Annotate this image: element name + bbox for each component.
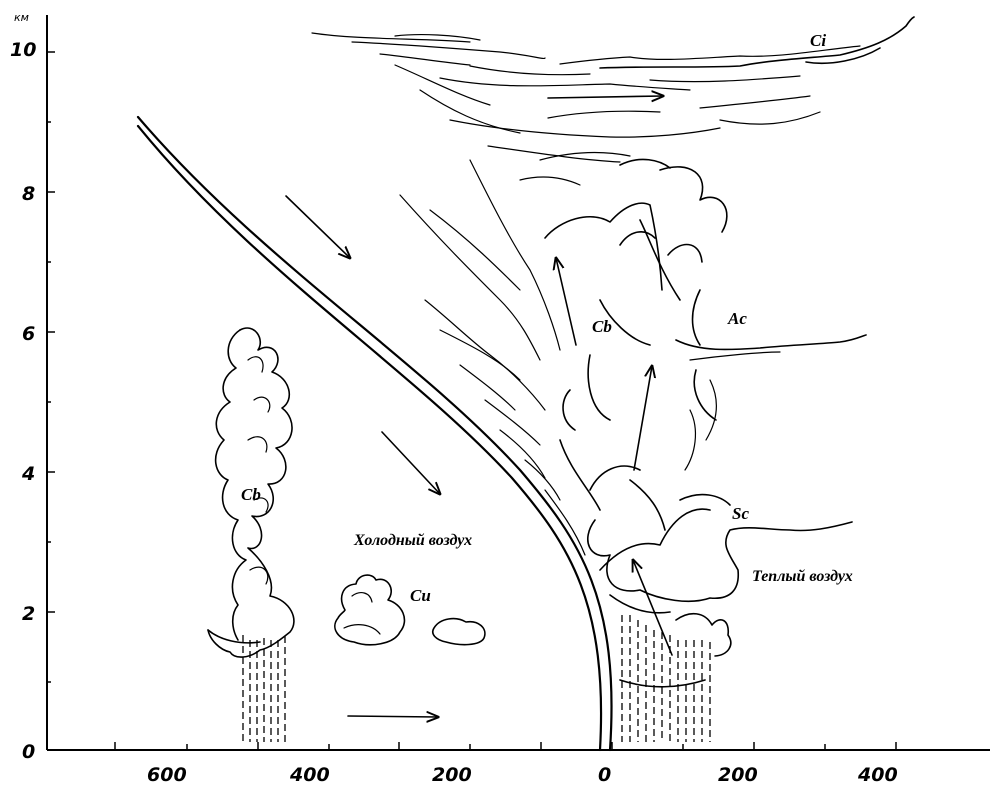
y-tick-label: 10 xyxy=(10,39,36,61)
x-axis-labels: 600 400 200 0 200 400 xyxy=(147,764,898,785)
updraft-arrow-mid xyxy=(634,366,652,470)
y-axis-unit: км xyxy=(14,11,29,24)
label-cb-front: Cb xyxy=(592,317,612,336)
cold-air-arrow-middle xyxy=(382,432,440,494)
label-ci: Ci xyxy=(810,31,826,50)
updraft-arrow-low xyxy=(633,560,672,655)
rain-under-isolated-cb xyxy=(243,635,285,742)
y-tick-label: 2 xyxy=(22,603,35,625)
label-sc: Sc xyxy=(732,504,749,523)
label-cb-isolated: Cb xyxy=(241,485,261,504)
updraft-arrow-high xyxy=(556,258,576,345)
x-tick-label: 600 xyxy=(147,764,187,785)
x-tick-label: 0 xyxy=(598,764,611,785)
frontal-cumulonimbus xyxy=(400,153,866,555)
label-cold-air: Холодный воздух xyxy=(353,532,472,549)
y-tick-label: 8 xyxy=(22,183,35,205)
y-tick-label: 6 xyxy=(22,323,35,345)
axes xyxy=(47,15,990,750)
label-ac: Ac xyxy=(727,309,747,328)
y-tick-label: 4 xyxy=(21,463,35,485)
upper-wind-arrow xyxy=(548,96,663,98)
x-tick-label: 200 xyxy=(432,764,472,785)
cold-front-surface xyxy=(138,117,612,750)
x-tick-label: 200 xyxy=(718,764,758,785)
y-tick-label: 0 xyxy=(22,741,35,763)
x-tick-label: 400 xyxy=(857,764,898,785)
cold-air-arrows xyxy=(286,196,440,717)
y-axis-labels: км 0 2 4 6 8 10 xyxy=(10,11,36,763)
label-cu: Cu xyxy=(410,586,431,605)
x-tick-label: 400 xyxy=(289,764,330,785)
cold-air-arrow-upper xyxy=(286,196,350,258)
cold-air-arrow-surface xyxy=(348,716,438,717)
rain-under-front xyxy=(622,615,710,742)
label-warm-air: Теплый воздух xyxy=(752,568,853,585)
